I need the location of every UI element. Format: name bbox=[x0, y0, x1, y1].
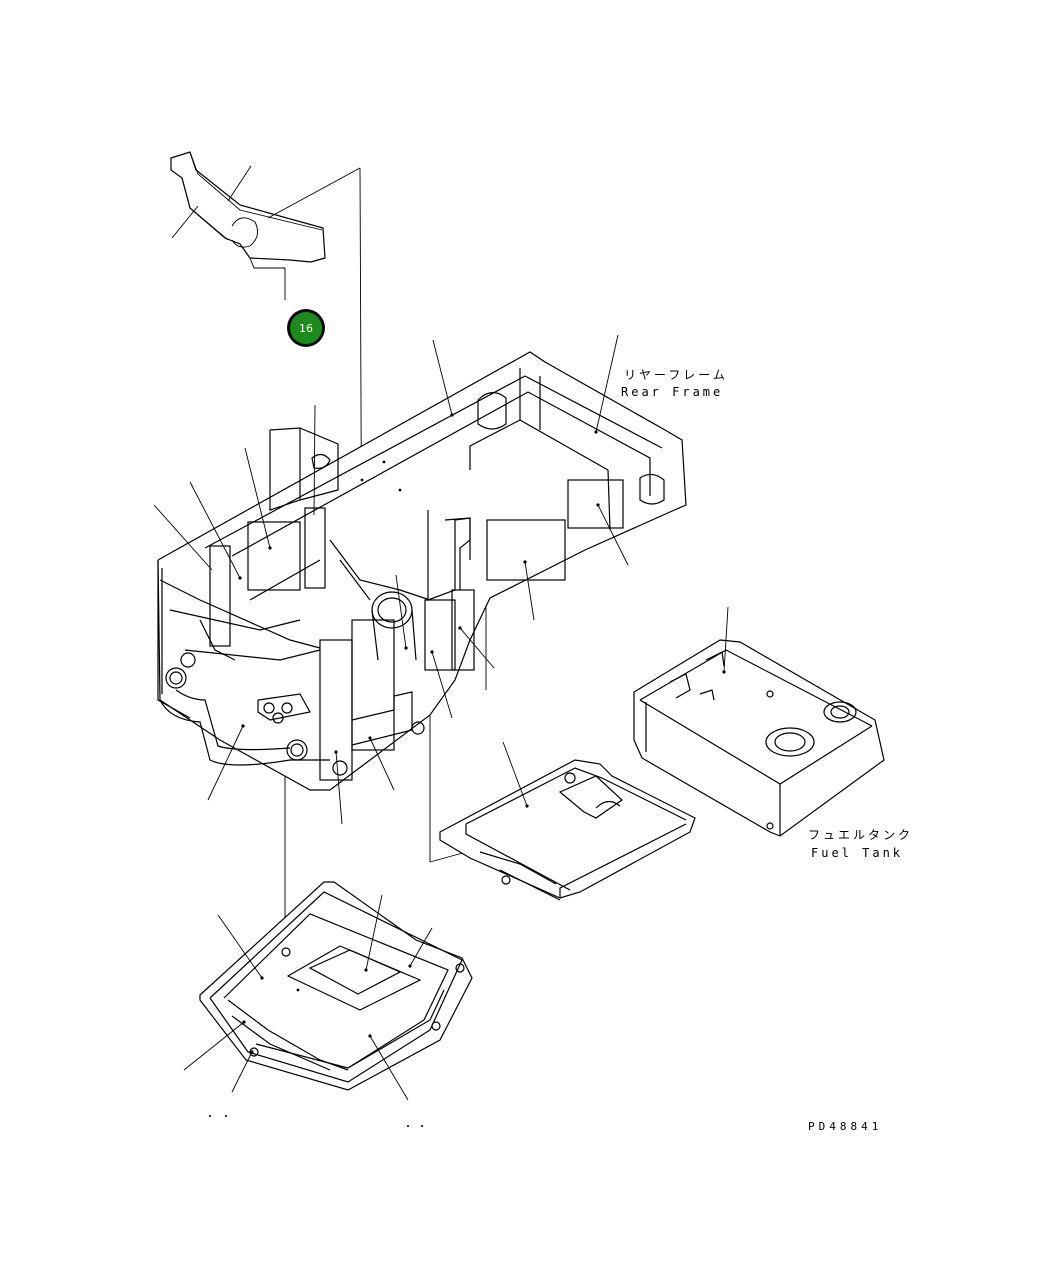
rear-frame bbox=[153, 334, 687, 825]
fuel-tank bbox=[633, 606, 885, 837]
bracket-part bbox=[170, 151, 361, 300]
floor-pan bbox=[183, 881, 473, 1127]
callout-marker[interactable]: 16 bbox=[287, 309, 325, 347]
rear-frame-label-jp: リヤーフレーム bbox=[624, 368, 728, 382]
fuel-tank-label-jp: フュエルタンク bbox=[808, 828, 914, 842]
rear-frame-label-en: Rear Frame bbox=[621, 385, 724, 399]
drawing-code: PD48841 bbox=[808, 1120, 883, 1133]
callout-marker-number: 16 bbox=[290, 312, 322, 344]
floor-plate bbox=[439, 741, 696, 901]
fuel-tank-label-en: Fuel Tank bbox=[811, 846, 904, 860]
